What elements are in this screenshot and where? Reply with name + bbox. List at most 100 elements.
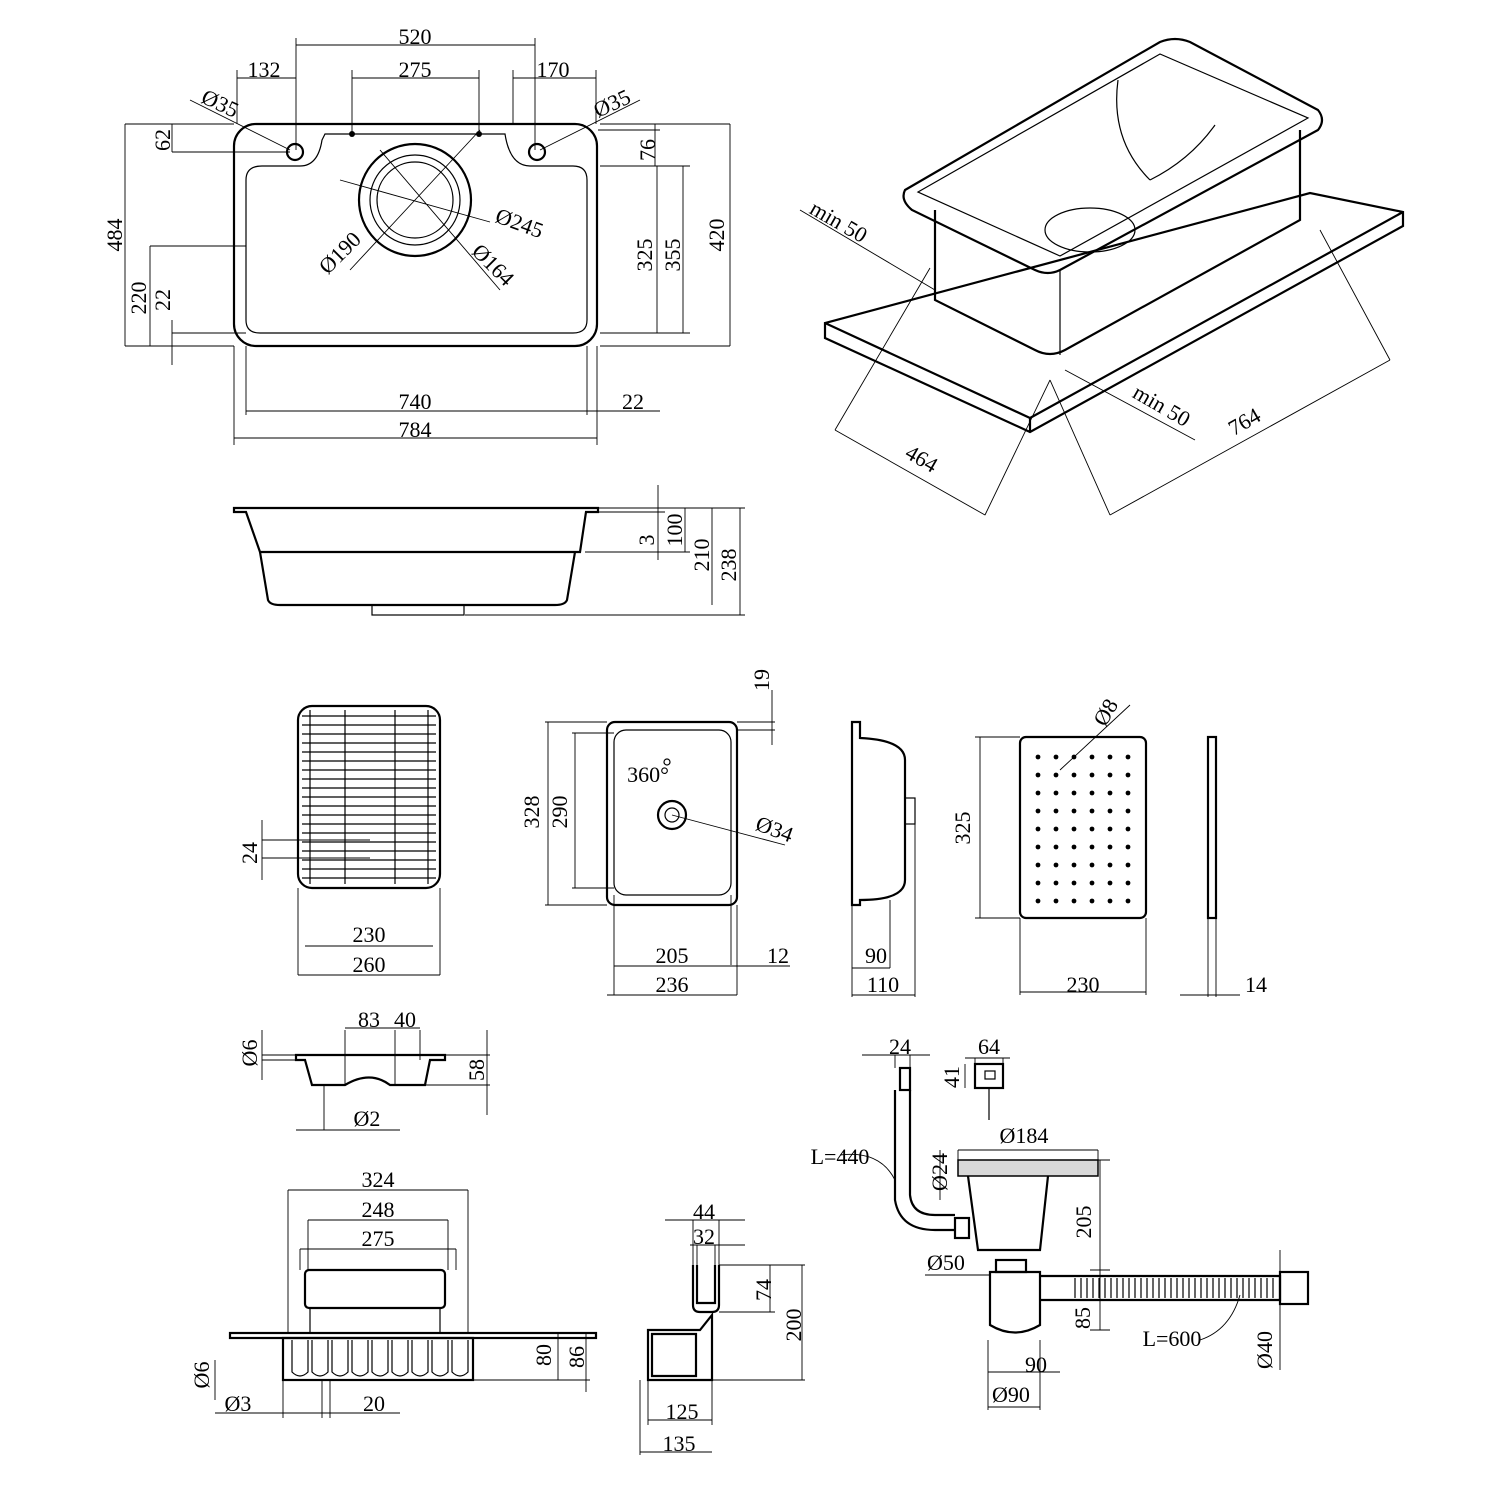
- colander: Ø8 325 230 14: [950, 694, 1267, 997]
- dim-d40: Ø40: [1252, 1331, 1277, 1369]
- dim-62: 62: [150, 129, 175, 151]
- colander-hole: [1053, 772, 1059, 778]
- colander-hole: [1035, 898, 1041, 904]
- colander-hole: [1071, 790, 1077, 796]
- colander-hole: [1125, 808, 1131, 814]
- dim-24: 24: [889, 1034, 911, 1059]
- dim-12: 12: [767, 943, 789, 968]
- dim-464: 464: [901, 439, 942, 477]
- colander-hole: [1089, 808, 1095, 814]
- colander-hole: [1035, 862, 1041, 868]
- dim-14: 14: [1245, 972, 1267, 997]
- colander-hole: [1089, 862, 1095, 868]
- dim-325: 325: [950, 812, 975, 845]
- dim-520: 520: [399, 24, 432, 49]
- colander-hole: [1107, 826, 1113, 832]
- colander-hole: [1125, 772, 1131, 778]
- dim-238: 238: [716, 549, 741, 582]
- dim-40: 40: [394, 1007, 416, 1032]
- dim-420: 420: [704, 219, 729, 252]
- drain-assembly: 24 64 41 L=440 Ø184 Ø24 205 Ø50 85 L=600…: [811, 1034, 1310, 1410]
- colander-hole: [1089, 880, 1095, 886]
- dim-740: 740: [399, 389, 432, 414]
- dim-d90: Ø90: [992, 1382, 1030, 1407]
- dim-d184: Ø184: [1000, 1123, 1049, 1148]
- dim-275: 275: [362, 1226, 395, 1251]
- colander-hole: [1035, 826, 1041, 832]
- colander-hole: [1071, 826, 1077, 832]
- small-bowl-top: 19 328 290 360° Ø34 205 12 236: [519, 669, 797, 997]
- colander-hole: [1053, 880, 1059, 886]
- dim-205: 205: [656, 943, 689, 968]
- dim-230: 230: [353, 922, 386, 947]
- rack-loop: [311, 1340, 329, 1377]
- colander-hole: [1125, 844, 1131, 850]
- dim-135: 135: [663, 1431, 696, 1456]
- dim-205: 205: [1071, 1206, 1096, 1239]
- colander-hole: [1089, 826, 1095, 832]
- dim-76: 76: [635, 139, 660, 161]
- rack-loop: [351, 1340, 369, 1377]
- dim-d3: Ø3: [225, 1391, 252, 1416]
- dim-24: 24: [237, 842, 262, 864]
- dim-210: 210: [689, 539, 714, 572]
- rack-loop: [411, 1340, 429, 1377]
- colander-hole: [1071, 772, 1077, 778]
- colander-hole: [1107, 880, 1113, 886]
- colander-hole: [1107, 772, 1113, 778]
- dim-484: 484: [102, 219, 127, 252]
- dim-355: 355: [660, 239, 685, 272]
- colander-hole: [1125, 880, 1131, 886]
- dim-170: 170: [537, 57, 570, 82]
- colander-hole: [1053, 754, 1059, 760]
- colander-hole: [1089, 844, 1095, 850]
- colander-hole: [1053, 862, 1059, 868]
- colander-hole: [1125, 790, 1131, 796]
- rack-loop: [451, 1340, 469, 1377]
- colander-hole: [1089, 772, 1095, 778]
- dim-325: 325: [632, 239, 657, 272]
- sink-side-view: 3 100 210 238: [232, 485, 745, 616]
- soap-tray: Ø6 83 40 58 Ø2: [237, 1007, 490, 1131]
- dim-d50: Ø50: [927, 1250, 965, 1275]
- dim-110: 110: [867, 972, 899, 997]
- colander-hole: [1071, 862, 1077, 868]
- dim-764: 764: [1224, 402, 1265, 440]
- dim-784: 784: [399, 417, 432, 442]
- dim-230: 230: [1067, 972, 1100, 997]
- dim-hole-left: Ø35: [198, 84, 243, 123]
- dim-L600: L=600: [1143, 1326, 1202, 1351]
- small-bowl-side: 90 110: [850, 720, 916, 997]
- colander-hole: [1035, 808, 1041, 814]
- dim-328: 328: [519, 796, 544, 829]
- dim-260: 260: [353, 952, 386, 977]
- rack-loop: [371, 1340, 389, 1377]
- dim-d245: Ø245: [492, 203, 546, 243]
- colander-hole: [1053, 826, 1059, 832]
- dim-86: 86: [564, 1346, 589, 1368]
- dim-132: 132: [248, 57, 281, 82]
- colander-hole: [1107, 898, 1113, 904]
- colander-hole: [1035, 880, 1041, 886]
- rack-loop: [291, 1340, 309, 1377]
- colander-hole: [1089, 898, 1095, 904]
- colander-hole: [1125, 826, 1131, 832]
- colander-hole: [1035, 772, 1041, 778]
- colander-hole: [1125, 754, 1131, 760]
- dim-100: 100: [662, 514, 687, 547]
- colander-hole: [1035, 844, 1041, 850]
- colander-hole: [1089, 790, 1095, 796]
- colander-hole: [1089, 754, 1095, 760]
- colander-hole: [1107, 790, 1113, 796]
- colander-hole: [1053, 808, 1059, 814]
- rack-loop: [391, 1340, 409, 1377]
- dim-d190: Ø190: [314, 227, 366, 279]
- dim-275: 275: [399, 57, 432, 82]
- dim-min50-left: min 50: [806, 195, 872, 248]
- dim-290: 290: [547, 796, 572, 829]
- dim-360deg: 360°: [627, 762, 669, 787]
- colander-hole: [1125, 898, 1131, 904]
- dim-19: 19: [749, 669, 774, 691]
